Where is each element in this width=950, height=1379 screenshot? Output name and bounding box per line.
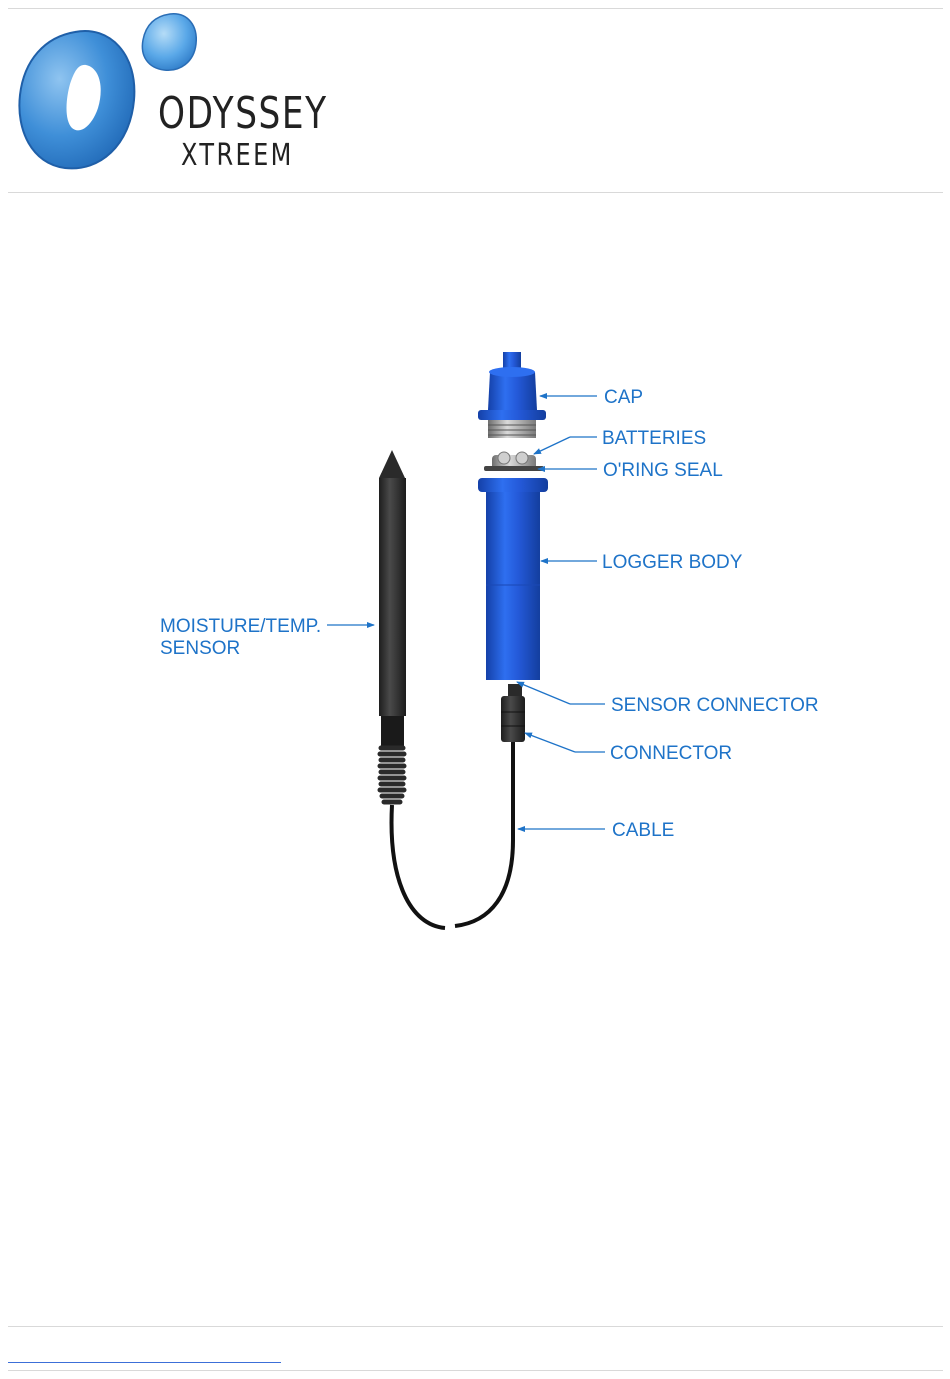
connector-part <box>501 696 525 742</box>
label-connector: CONNECTOR <box>610 743 732 764</box>
oring-seal-part <box>484 466 544 471</box>
label-cap: CAP <box>604 387 643 408</box>
label-cable: CABLE <box>612 820 674 841</box>
label-batteries: BATTERIES <box>602 428 706 449</box>
label-oring-seal: O'RING SEAL <box>603 460 723 481</box>
logger-body-part <box>478 478 548 680</box>
footer-bottom-divider <box>8 1370 943 1371</box>
label-sensor-line2: SENSOR <box>160 638 240 659</box>
sensor-connector-part <box>508 684 522 696</box>
moisture-temp-sensor-part <box>379 450 406 802</box>
footer-link[interactable] <box>8 1348 281 1363</box>
label-sensor-connector: SENSOR CONNECTOR <box>611 695 819 716</box>
cap-part <box>478 352 546 438</box>
cable-part <box>392 742 513 928</box>
footer-top-divider <box>8 1326 943 1327</box>
leader-lines <box>327 396 605 829</box>
label-logger-body: LOGGER BODY <box>602 552 743 573</box>
label-sensor-line1: MOISTURE/TEMP. <box>160 616 321 637</box>
